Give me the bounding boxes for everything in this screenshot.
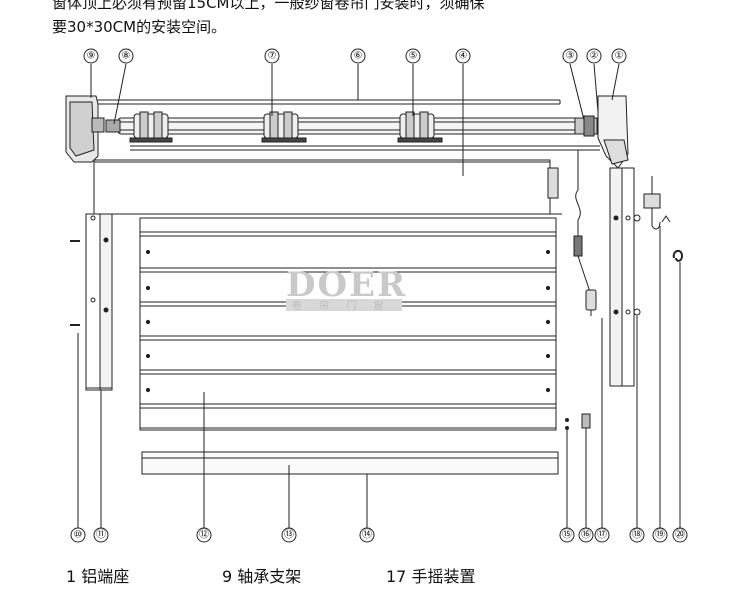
callout-19: ⑲ [655,529,665,541]
callout-numbers-top: ⑨ ⑧ ⑦ ⑥ ⑤ ④ ③ ② ① [87,51,624,62]
intro-line-1: 窗体顶上必须有预留15CM以上，一般纱窗卷帘门安装时，须确保 [52,0,485,12]
crank-rod [573,150,597,316]
callout-9: ⑨ [87,51,96,62]
leader-lines [77,63,681,528]
callout-16: ⑯ [581,529,591,541]
callout-20: ⑳ [675,529,685,541]
rolling-shutter-exploded-diagram: DOER 卷 帘 门 窗 ⑨ ⑧ ⑦ ⑥ ⑤ ④ ③ ② ① ⑩ ⑪ ⑫ ⑬ ⑭… [65,48,688,543]
callout-3: ③ [566,51,575,62]
callout-1: ① [615,51,624,62]
callout-4: ④ [459,51,468,62]
callout-numbers-bottom: ⑩ ⑪ ⑫ ⑬ ⑭ ⑮ ⑯ ⑰ ⑱ ⑲ ⑳ [74,529,685,541]
callout-12: ⑫ [199,529,209,541]
callout-13: ⑬ [284,529,294,541]
hook [672,250,684,262]
legend-text: 轴承支架 [237,567,302,586]
screws-left [70,240,80,326]
screws-right [643,176,671,230]
bearing-support-left [129,111,173,143]
callout-10: ⑩ [74,530,83,541]
callout-18: ⑱ [632,529,642,541]
intro-text: 窗体顶上必须有预留15CM以上，一般纱窗卷帘门安装时，须确保 要30*30CM的… [52,0,485,39]
watermark-tagline: 卷 帘 门 窗 [292,299,391,312]
legend-num: 17 [386,567,407,586]
right-guide-rail [609,167,641,387]
legend-num: 1 [66,567,77,586]
watermark-logo: DOER [286,265,407,305]
parts-legend: 1 铝端座 9 轴承支架 17 手摇装置 [0,563,750,593]
slats [139,217,557,431]
cover-box [93,159,562,215]
left-guide-rail [85,213,113,391]
right-end-bracket [597,95,629,169]
left-end-bracket [65,95,105,163]
top-housing [94,99,600,151]
callout-circles-bottom [70,527,688,543]
callout-8: ⑧ [122,51,131,62]
legend-item-17: 17 手摇装置 [386,563,475,587]
bearing-support-right [397,111,443,143]
callout-17: ⑰ [597,529,607,541]
legend-text: 手摇装置 [411,567,476,586]
callout-2: ② [590,51,599,62]
callout-5: ⑤ [409,51,418,62]
axle-tube [105,115,598,137]
callout-14: ⑭ [362,529,372,541]
intro-line-2: 要30*30CM的安装空间。 [52,18,227,36]
bottom-bar [141,451,559,475]
legend-num: 9 [222,567,233,586]
callout-6: ⑥ [354,51,363,62]
legend-item-1: 1 铝端座 [66,563,129,587]
callout-11: ⑪ [96,529,106,541]
bearing-support-middle [261,111,307,143]
latch-parts [565,413,591,430]
callout-circles-top [83,48,627,64]
watermark: DOER 卷 帘 门 窗 [286,265,407,312]
legend-item-9: 9 轴承支架 [222,563,301,587]
callout-15: ⑮ [562,529,572,541]
callout-7: ⑦ [268,51,277,62]
legend-text: 铝端座 [81,567,130,586]
